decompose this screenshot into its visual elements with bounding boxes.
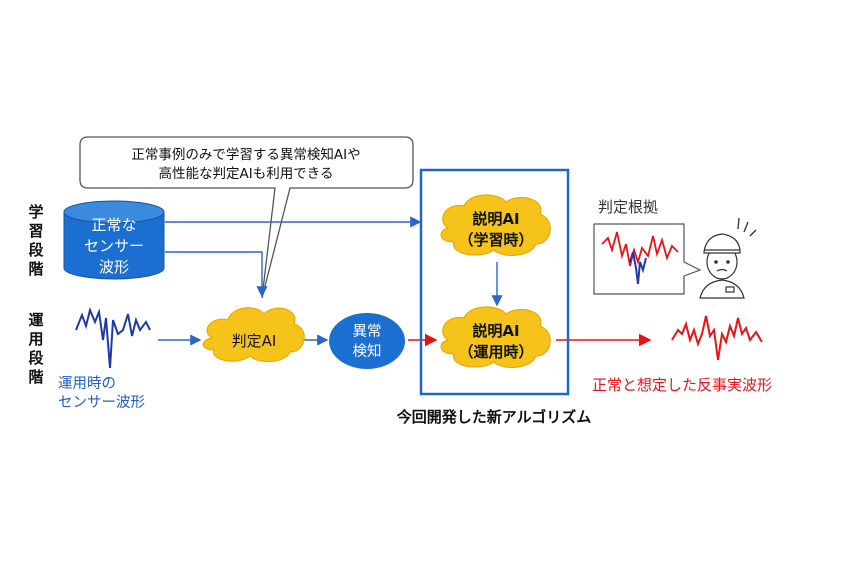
- explain-ai-learning-line-1: 説明AI: [472, 210, 519, 228]
- new-algorithm-label: 今回開発した新アルゴリズム: [396, 408, 592, 426]
- explain-ai-learning-line-2: （学習時）: [458, 231, 533, 249]
- judge-ai-label: 判定AI: [232, 332, 277, 350]
- phase-char: 階: [28, 260, 43, 278]
- phase-char: 学: [28, 203, 43, 221]
- anomaly-detect-line-2: 検知: [353, 343, 382, 360]
- explain-ai-operation-line-1: 説明AI: [472, 322, 519, 340]
- operation-sensor-waveform: [75, 306, 151, 369]
- database-line-2: センサー: [84, 237, 144, 255]
- counterfactual-waveform: [671, 315, 763, 361]
- basis-label: 判定根拠: [598, 198, 658, 216]
- new-algorithm-box: [419, 168, 570, 396]
- database-icon: 正常な センサー 波形: [63, 200, 165, 280]
- anomaly-detect-node: 異常 検知: [329, 313, 405, 369]
- operation-wave-label-2: センサー波形: [58, 394, 145, 411]
- arrow-db-to-judge: [165, 251, 268, 298]
- callout-line-1: 正常事例のみで学習する異常検知AIや: [131, 146, 360, 163]
- phase-char: 段: [28, 349, 43, 367]
- phase-label-operation: 運 用 段 階: [28, 311, 44, 386]
- basis-blue-waveform: [629, 251, 647, 285]
- phase-label-learning: 学 習 段 階: [28, 203, 43, 278]
- database-line-3: 波形: [99, 258, 129, 276]
- phase-char: 段: [28, 241, 43, 259]
- anomaly-detect-line-1: 異常: [353, 323, 382, 340]
- worker-person-icon: [699, 233, 745, 299]
- counterfactual-label: 正常と想定した反事実波形: [592, 376, 772, 394]
- basis-red-waveform: [601, 231, 679, 267]
- surprise-marks-icon: [737, 217, 757, 237]
- explain-ai-learning-cloud: 説明AI （学習時）: [440, 194, 551, 256]
- operation-wave-label-1: 運用時の: [58, 375, 116, 392]
- phase-char: 階: [28, 368, 43, 386]
- judge-ai-cloud: 判定AI: [202, 307, 305, 363]
- phase-char: 用: [28, 330, 43, 348]
- phase-char: 習: [28, 222, 43, 240]
- phase-char: 運: [28, 311, 44, 329]
- database-line-1: 正常な: [91, 216, 136, 234]
- flow-arrows: [158, 216, 503, 346]
- basis-panel: [593, 223, 702, 295]
- callout-line-2: 高性能な判定AIも利用できる: [159, 165, 334, 182]
- callout-bubble: 正常事例のみで学習する異常検知AIや 高性能な判定AIも利用できる: [79, 136, 414, 299]
- explain-ai-operation-line-2: （運用時）: [458, 343, 533, 361]
- explain-ai-operation-cloud: 説明AI （運用時）: [440, 306, 551, 368]
